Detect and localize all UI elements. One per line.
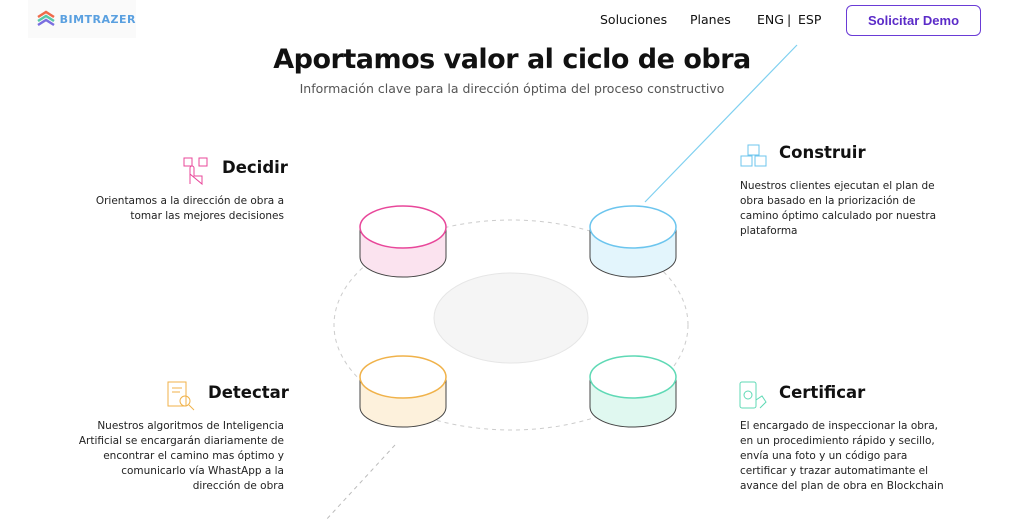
feature-title-detectar: Detectar — [208, 383, 289, 402]
feature-title-decidir: Decidir — [222, 158, 288, 177]
desc-line: comunicarlo vía WhastApp a la — [121, 465, 284, 477]
logo-chevrons-icon — [37, 10, 55, 27]
desc-line: Nuestros algoritmos de Inteligencia — [97, 420, 284, 432]
feature-title-certificar: Certificar — [779, 383, 866, 402]
brand-logo[interactable]: BIMTRAZER — [28, 0, 136, 38]
desc-line: plataforma — [740, 225, 798, 237]
connector-line — [644, 44, 798, 203]
cylinder-construir — [589, 205, 677, 278]
desc-line: Orientamos a la dirección de obra a — [95, 195, 284, 207]
desc-line: camino óptimo calculado por nuestra — [740, 210, 937, 222]
cubes-icon — [740, 144, 767, 167]
desc-line: obra basado en la priorización de — [740, 195, 916, 207]
desc-line: envía una foto y un código para — [740, 450, 908, 462]
lang-separator: | — [787, 12, 792, 27]
desc-line: El encargado de inspeccionar la obra, — [740, 420, 938, 432]
center-platform — [433, 272, 589, 364]
nav-planes[interactable]: Planes — [690, 12, 731, 27]
desc-line: en un procedimiento rápido y secillo, — [740, 435, 935, 447]
cycle-ring — [333, 219, 689, 431]
lang-en[interactable]: ENG — [757, 12, 784, 27]
lang-es[interactable]: ESP — [798, 12, 822, 27]
page-subtitle: Información clave para la dirección ópti… — [299, 81, 725, 96]
desc-line: avance del plan de obra en Blockchain — [740, 480, 944, 492]
feature-title-construir: Construir — [779, 143, 866, 162]
desc-line: dirección de obra — [192, 480, 284, 492]
desc-line: Artificial se encargarán diariamente de — [78, 435, 284, 447]
cylinder-detectar — [359, 355, 447, 428]
cylinder-decidir — [359, 205, 447, 278]
desc-line: encontrar el camino mas óptimo y — [103, 450, 284, 462]
feature-desc-construir: Nuestros clientes ejecutan el plan de ob… — [740, 179, 970, 239]
request-demo-button[interactable]: Solicitar Demo — [846, 5, 981, 36]
connector-dashed-line — [324, 444, 396, 521]
feature-desc-detectar: Nuestros algoritmos de Inteligencia Arti… — [40, 419, 284, 494]
desc-line: Nuestros clientes ejecutan el plan de — [740, 180, 935, 192]
nav-soluciones[interactable]: Soluciones — [600, 12, 668, 27]
page-title: Aportamos valor al ciclo de obra — [273, 44, 751, 75]
feature-desc-decidir: Orientamos a la dirección de obra a toma… — [60, 194, 284, 224]
document-search-icon — [167, 381, 195, 411]
desc-line: tomar las mejores decisiones — [130, 210, 284, 222]
feature-desc-certificar: El encargado de inspeccionar la obra, en… — [740, 419, 980, 494]
cylinder-certificar — [589, 355, 677, 428]
mobile-certify-icon — [739, 381, 767, 409]
desc-line: certificar y trazar automatimante el — [740, 465, 929, 477]
hand-select-icon — [183, 157, 208, 186]
brand-name: BIMTRAZER — [59, 12, 136, 26]
